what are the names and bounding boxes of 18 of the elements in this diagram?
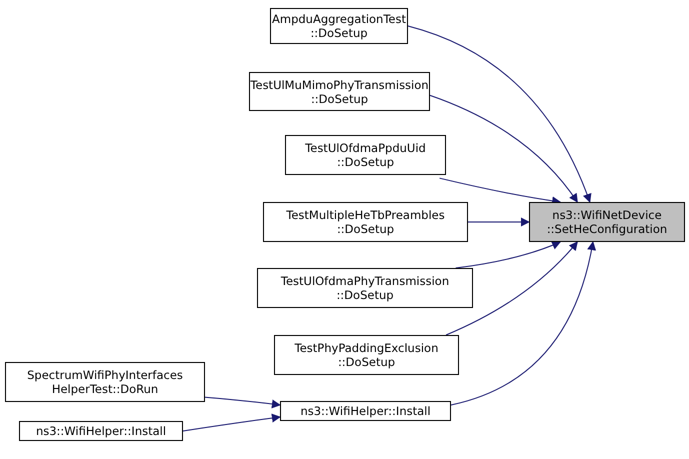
function-box: TestUlOfdmaPhyTransmission ::DoSetup (257, 268, 473, 308)
function-box: ns3::WifiHelper::Install (280, 401, 451, 421)
arrow (450, 241, 596, 406)
function-box: TestMultipleHeTbPreambles ::DoSetup (263, 202, 468, 242)
function-box: ns3::WifiNetDevice ::SetHeConfiguration (529, 202, 685, 242)
function-box: TestPhyPaddingExclusion ::DoSetup (274, 335, 459, 375)
function-box: AmpduAggregationTest ::DoSetup (270, 8, 408, 44)
arrow (204, 396, 281, 408)
function-box: TestUlMuMimoPhyTransmission ::DoSetup (249, 72, 430, 111)
function-box: TestUlOfdmaPpduUid ::DoSetup (285, 135, 446, 175)
function-box: SpectrumWifiPhyInterfaces HelperTest::DoRun (5, 362, 205, 402)
arrow (468, 218, 530, 226)
arrow (455, 241, 562, 268)
function-box: ns3::WifiHelper::Install (19, 421, 183, 441)
arrow (408, 26, 592, 203)
arrow (430, 94, 578, 203)
arrow (446, 241, 578, 336)
arrow (182, 414, 281, 432)
